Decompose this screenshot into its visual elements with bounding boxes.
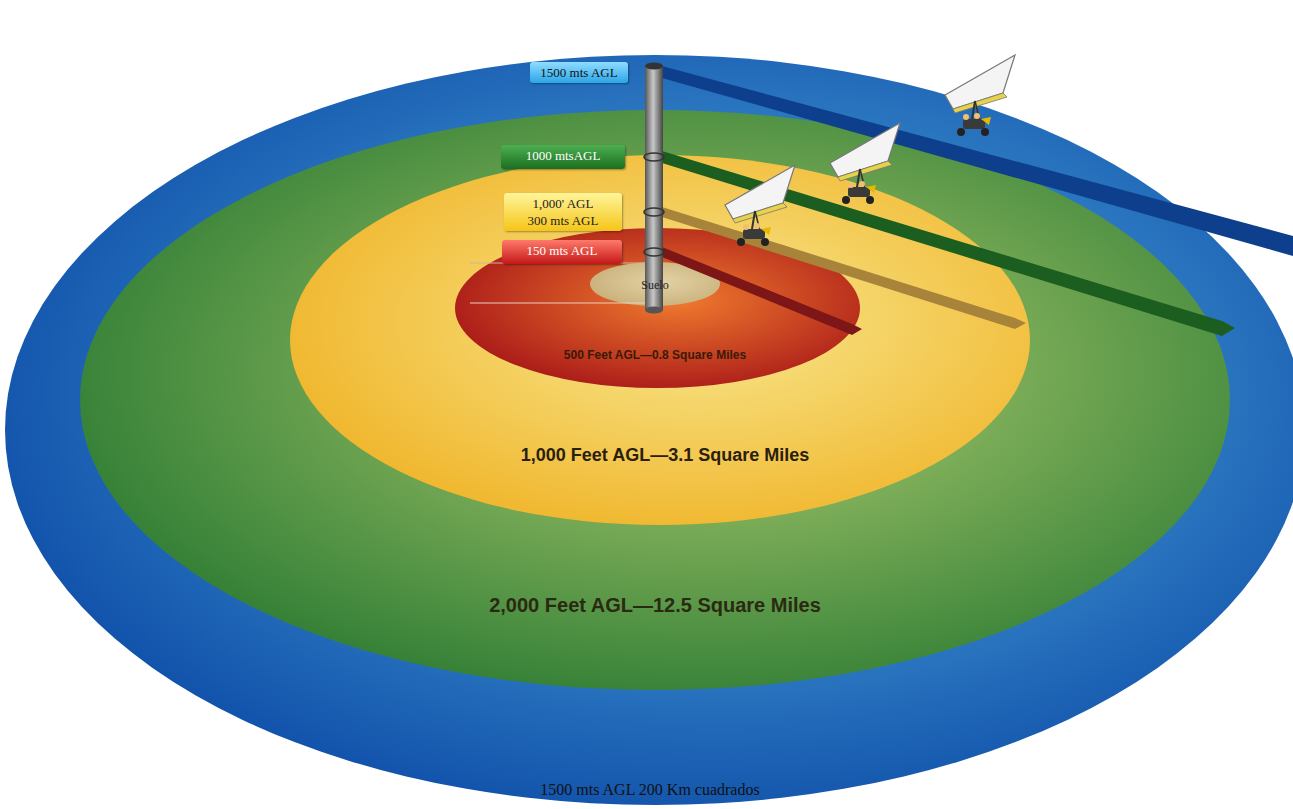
altitude-band-1500: 1500 mts AGL 200 Km cuadrados 2,000 Feet … — [5, 55, 1293, 805]
band-ellipse — [5, 55, 1293, 805]
altitude-label: 300 mts AGL — [510, 212, 616, 229]
guide-line — [470, 303, 645, 304]
band-label: 1500 mts AGL 200 Km cuadrados — [540, 781, 759, 799]
altitude-beam — [662, 207, 1026, 329]
altitude-label: 1500 mts AGL — [536, 64, 622, 81]
altitude-tag: 1000 mtsAGL — [501, 145, 625, 169]
pole-ring — [644, 248, 664, 256]
altitude-tag: 1,000' AGL300 mts AGL — [504, 193, 622, 231]
ground-area: Suelo — [590, 262, 720, 306]
band-label: Suelo — [641, 278, 668, 293]
pole-ring — [644, 153, 664, 161]
pole-cap — [645, 63, 663, 70]
altitude-band-300: 1,000 Feet AGL—3.1 Square Miles 500 Feet … — [290, 155, 1030, 525]
altitude-band-1000: 2,000 Feet AGL—12.5 Square Miles 1,000 Fe… — [80, 110, 1230, 690]
altitude-label: 1,000' AGL — [510, 195, 616, 212]
band-ellipse — [290, 155, 1030, 525]
pole — [645, 66, 663, 310]
altitude-label: 150 mts AGL — [508, 242, 616, 259]
altitude-tag: 1500 mts AGL — [530, 62, 628, 83]
band-label: 1,000 Feet AGL—3.1 Square Miles — [521, 445, 809, 466]
band-label: 500 Feet AGL—0.8 Square Miles — [564, 348, 746, 362]
pole-base — [645, 307, 663, 314]
ultralight-trike — [830, 123, 900, 204]
band-label: 2,000 Feet AGL—12.5 Square Miles — [489, 594, 821, 617]
ultralight-trike — [725, 165, 795, 246]
altitude-beam — [662, 151, 1235, 336]
ultralight-trike — [945, 55, 1015, 136]
altitude-beam — [662, 247, 862, 335]
altitude-label: 1000 mtsAGL — [507, 147, 619, 164]
pole-ring — [644, 208, 664, 216]
altitude-tag: 150 mts AGL — [502, 240, 622, 264]
